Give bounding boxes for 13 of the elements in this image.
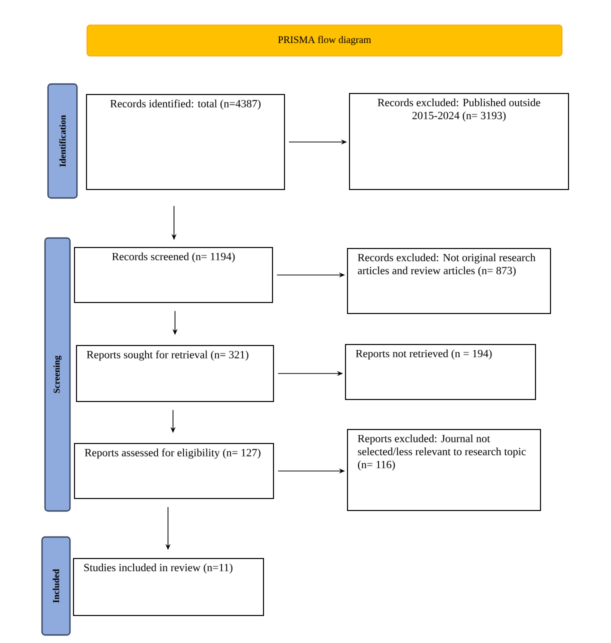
- stage-band: Identification: [47, 83, 78, 199]
- process-box: Records identified: total (n=4387): [86, 94, 285, 190]
- process-box: Records excluded: Not original research articles and review articles (n= 873): [347, 248, 551, 314]
- stage-band: Included: [41, 536, 71, 636]
- process-box: Reports not retrieved (n = 194): [345, 344, 536, 400]
- process-box: Studies included in review (n=11): [73, 558, 264, 616]
- process-box: Reports excluded: Journal not selected/less relevant to research topic (n= 116): [347, 429, 541, 511]
- process-box: Records screened (n= 1194): [74, 247, 273, 303]
- process-box: Reports assessed for eligibility (n= 127): [74, 443, 274, 499]
- process-box: Reports sought for retrieval (n= 321): [76, 345, 274, 402]
- title-banner: PRISMA flow diagram: [86, 24, 562, 56]
- stage-band: Screening: [44, 237, 71, 512]
- process-box: Records excluded: Published outside 2015-2024 (n= 3193): [349, 93, 569, 190]
